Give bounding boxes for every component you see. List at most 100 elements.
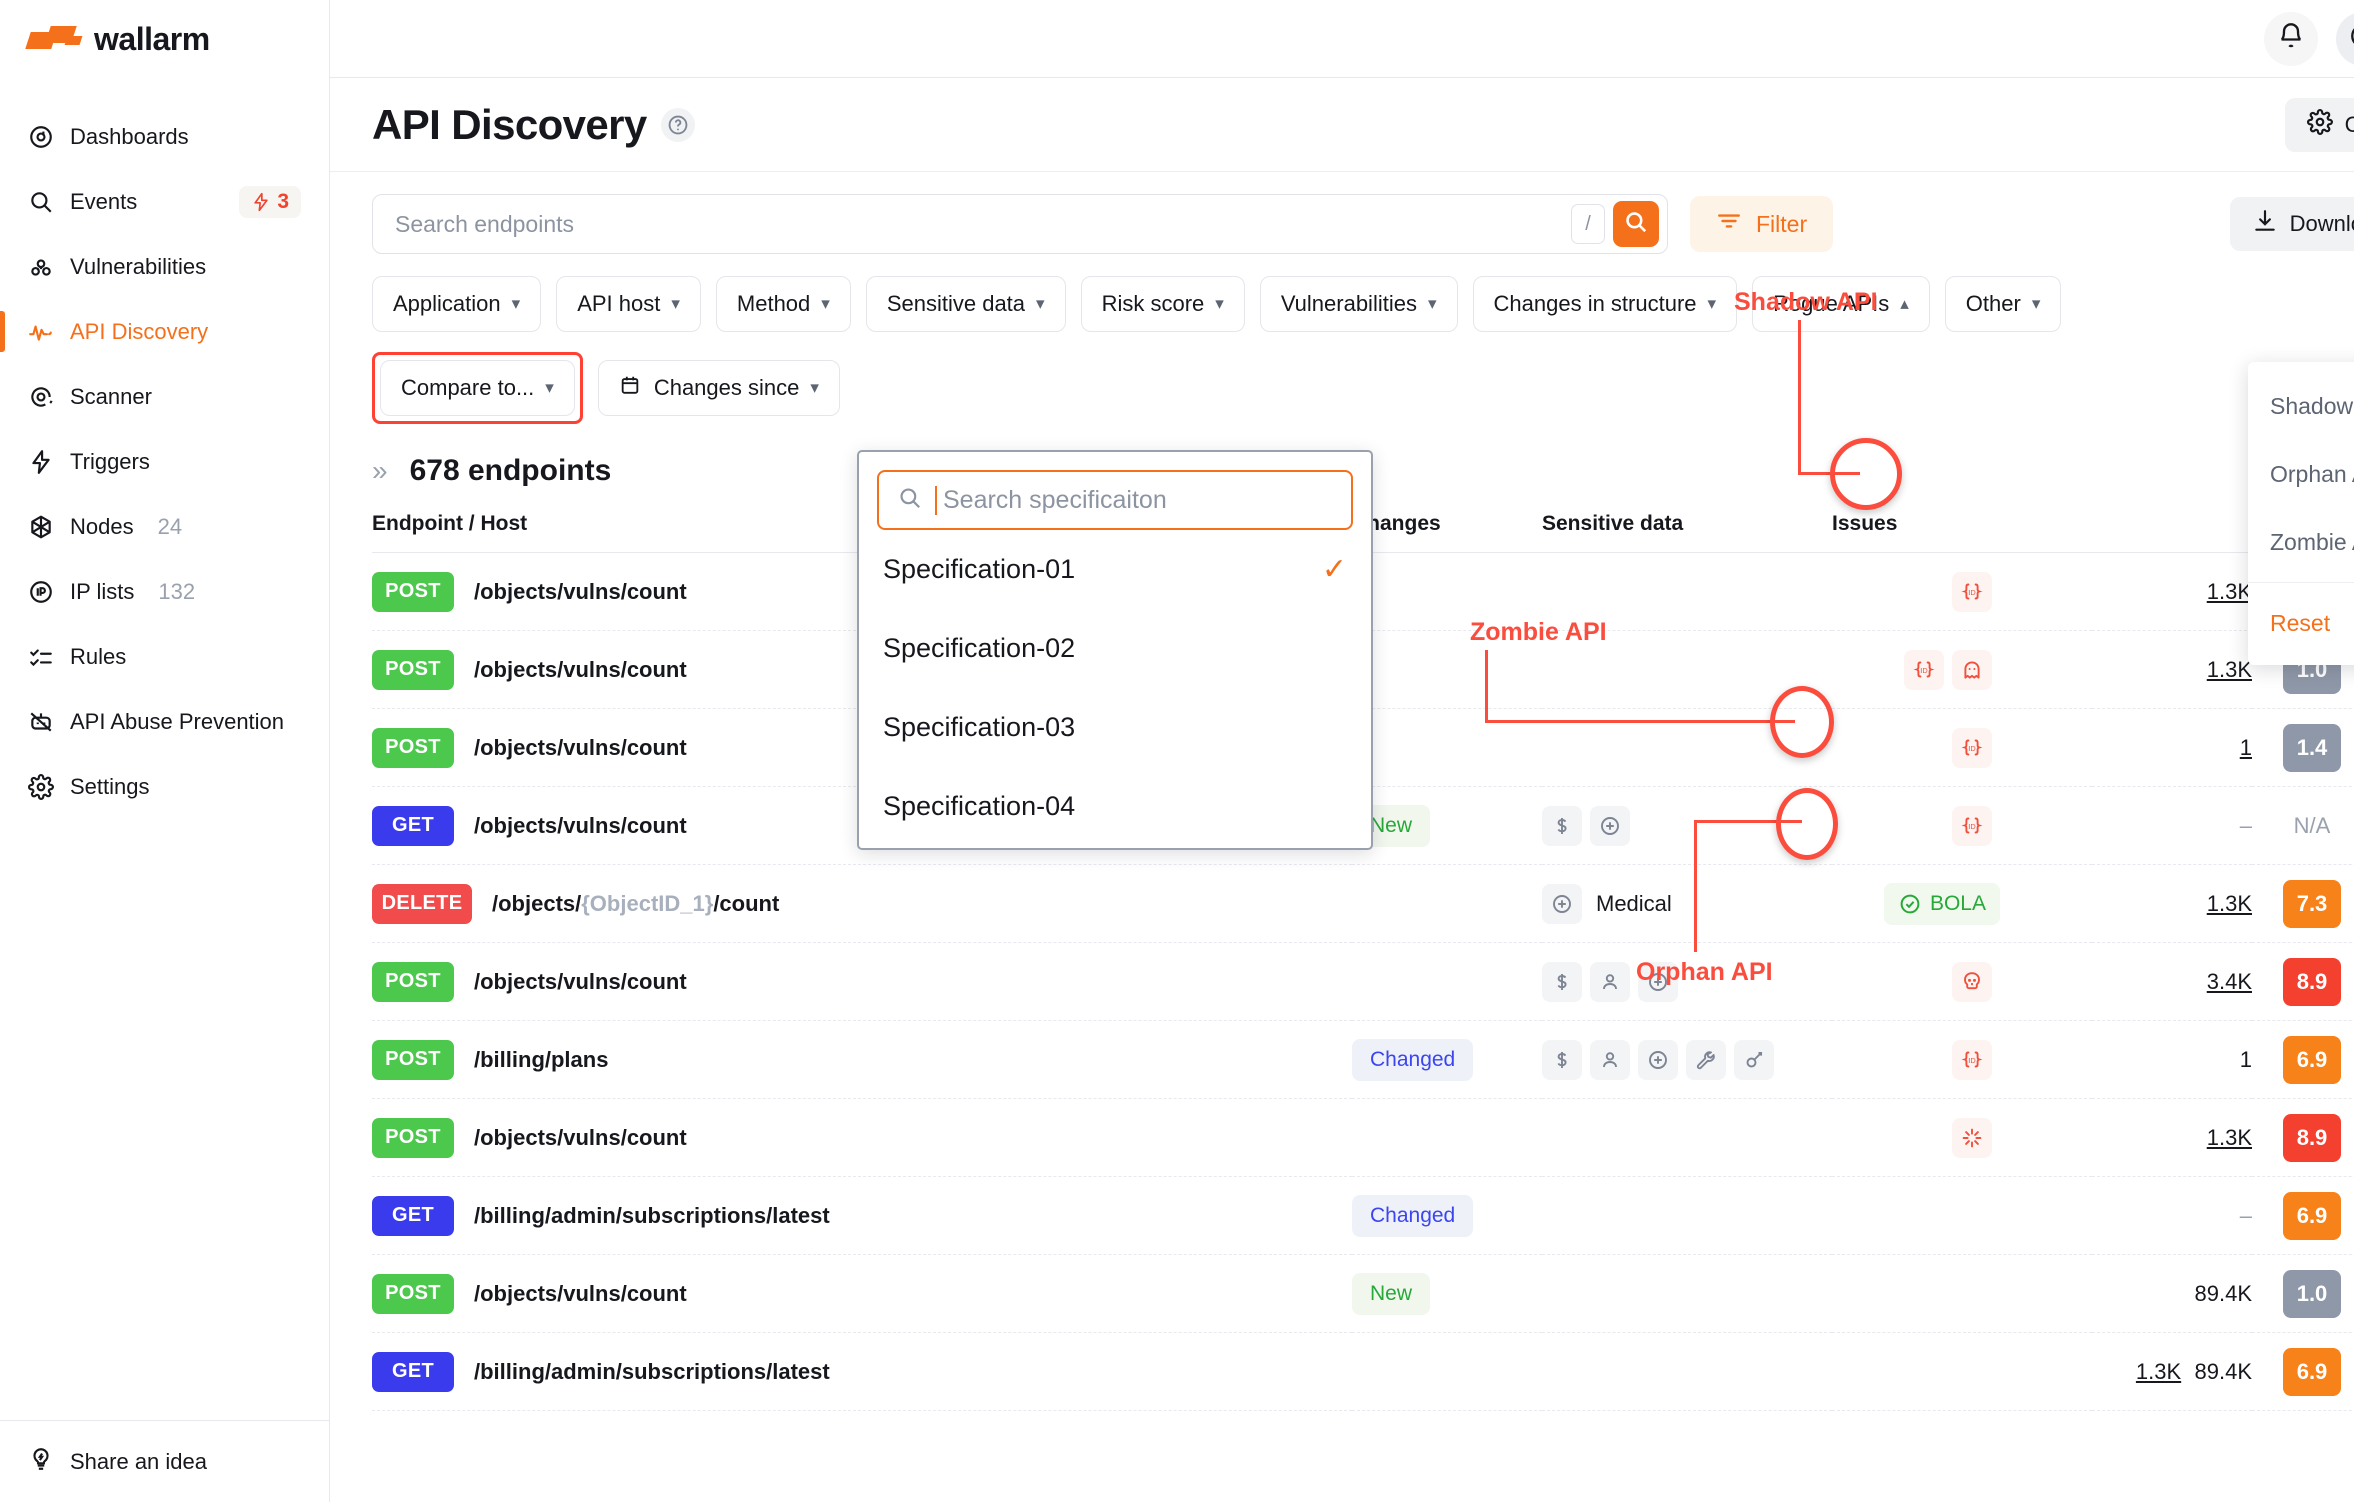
requests-extra[interactable]: 1.3K: [2135, 1358, 2182, 1384]
menu-item-reset[interactable]: Reset: [2270, 609, 2331, 636]
sidebar-item-api-abuse-prevention[interactable]: API Abuse Prevention: [0, 689, 329, 754]
search-endpoints-field[interactable]: /: [372, 194, 1668, 254]
medical-icon[interactable]: [1638, 1039, 1678, 1080]
share-an-idea-button[interactable]: Share an idea: [0, 1420, 329, 1502]
endpoint-path[interactable]: /objects/vulns/count: [474, 578, 687, 604]
id-braces-icon[interactable]: ID: [1952, 571, 1992, 612]
ghost-icon[interactable]: [1952, 649, 1992, 690]
calendar-icon: [619, 374, 643, 402]
requests-count[interactable]: 1: [2239, 734, 2252, 760]
endpoint-path[interactable]: /billing/plans: [474, 1046, 609, 1072]
sidebar-item-triggers[interactable]: Triggers: [0, 429, 329, 494]
skull-icon[interactable]: [1952, 961, 1992, 1002]
table-row[interactable]: POST /objects/vulns/count 1.3K8.9•••: [372, 1098, 2354, 1177]
specification-option-03[interactable]: Specification-03: [859, 688, 1371, 767]
id-braces-icon[interactable]: ID: [1952, 727, 1992, 768]
check-icon: ✓: [1321, 553, 1347, 586]
requests-count[interactable]: 3.4K: [2206, 968, 2252, 994]
col-requests: [2092, 512, 2252, 553]
filter-risk-score[interactable]: Risk score▾: [1080, 276, 1245, 332]
filter-sensitive-data[interactable]: Sensitive data▾: [865, 276, 1066, 332]
specification-search-field[interactable]: [877, 470, 1353, 530]
requests-count[interactable]: 1.3K: [2206, 1124, 2252, 1150]
page-help-icon[interactable]: [660, 107, 695, 142]
search-submit-button[interactable]: [1613, 201, 1659, 247]
table-row[interactable]: DELETE /objects/{ObjectID_1}/count Medic…: [372, 864, 2354, 943]
brand-logo[interactable]: wallarm: [0, 0, 329, 78]
gear-icon: [2306, 108, 2333, 141]
table-row[interactable]: GET /billing/admin/subscriptions/latest …: [372, 1176, 2354, 1255]
id-braces-icon[interactable]: ID: [1904, 649, 1944, 690]
filter-method[interactable]: Method▾: [715, 276, 851, 332]
medical-icon[interactable]: [1638, 961, 1678, 1002]
person-icon[interactable]: [1590, 1039, 1630, 1080]
endpoint-path[interactable]: /objects/vulns/count: [474, 1280, 687, 1306]
id-braces-icon[interactable]: ID: [1952, 805, 1992, 846]
cell-sensitive-data: [1542, 630, 1832, 709]
filter-rogue-apis[interactable]: Rogue APIs▴: [1752, 276, 1930, 332]
sidebar-item-nodes[interactable]: Nodes 24: [0, 494, 329, 559]
endpoint-path[interactable]: /objects/vulns/count: [474, 656, 687, 682]
filter-other[interactable]: Other▾: [1944, 276, 2062, 332]
menu-item-shadow-apis[interactable]: Shadow APIs: [2270, 392, 2354, 419]
filter-button[interactable]: Filter: [1690, 196, 1834, 252]
menu-item-orphan-apis[interactable]: Orphan APIs: [2270, 460, 2354, 487]
filter-api-host[interactable]: API host▾: [556, 276, 701, 332]
help-button[interactable]: [2336, 11, 2354, 66]
sidebar-item-settings[interactable]: Settings: [0, 754, 329, 819]
sidebar-item-api-discovery[interactable]: API Discovery: [0, 299, 329, 364]
filter-vulnerabilities[interactable]: Vulnerabilities▾: [1259, 276, 1458, 332]
id-braces-icon[interactable]: ID: [1952, 1039, 1992, 1080]
requests-count[interactable]: 1.3K: [2206, 578, 2252, 604]
specification-option-04[interactable]: Specification-04: [859, 767, 1371, 846]
search-input[interactable]: [395, 210, 1571, 238]
wrench-icon[interactable]: [1686, 1039, 1726, 1080]
endpoint-path[interactable]: /objects/{ObjectID_1}/count: [492, 890, 780, 916]
sidebar-item-scanner[interactable]: Scanner: [0, 364, 329, 429]
filter-changes-in-structure[interactable]: Changes in structure▾: [1472, 276, 1738, 332]
chip-label: Changes in structure: [1493, 291, 1697, 316]
dollar-icon[interactable]: [1542, 805, 1582, 846]
specification-option-01[interactable]: Specification-01 ✓: [859, 530, 1371, 609]
chevron-down-icon: ▾: [511, 294, 521, 313]
requests-count[interactable]: 1.3K: [2206, 656, 2252, 682]
download-oas-button[interactable]: Download OAS: [2229, 197, 2354, 251]
key-icon[interactable]: [1734, 1039, 1774, 1080]
chevrons-right-icon[interactable]: »: [372, 455, 388, 486]
table-row[interactable]: GET /billing/admin/subscriptions/latest …: [372, 1332, 2354, 1411]
medical-icon[interactable]: [1542, 883, 1582, 924]
endpoint-path[interactable]: /objects/vulns/count: [474, 812, 687, 838]
sidebar-item-label: API Discovery: [70, 318, 209, 344]
requests-count[interactable]: 1.3K: [2206, 890, 2252, 916]
table-row[interactable]: POST /objects/vulns/count 3.4K8.9•••: [372, 942, 2354, 1021]
endpoint-path[interactable]: /objects/vulns/count: [474, 1124, 687, 1150]
sidebar-item-ip-lists[interactable]: IP lists 132: [0, 559, 329, 624]
svg-text:ID: ID: [1968, 822, 1975, 831]
burst-icon[interactable]: [1952, 1117, 1992, 1158]
sidebar-item-vulnerabilities[interactable]: Vulnerabilities: [0, 234, 329, 299]
dollar-icon[interactable]: [1542, 961, 1582, 1002]
filter-changes-since[interactable]: Changes since▾: [597, 360, 840, 416]
specification-option-02[interactable]: Specification-02: [859, 609, 1371, 688]
method-badge: POST: [372, 1117, 454, 1158]
filter-application[interactable]: Application▾: [372, 276, 542, 332]
notifications-button[interactable]: [2264, 11, 2318, 66]
person-icon[interactable]: [1590, 961, 1630, 1002]
sidebar-item-label: IP lists: [70, 578, 135, 604]
sidebar-item-dashboards[interactable]: Dashboards: [0, 104, 329, 169]
bola-badge[interactable]: BOLA: [1883, 882, 2000, 925]
endpoint-path[interactable]: /billing/admin/subscriptions/latest: [474, 1358, 830, 1384]
menu-item-zombie-apis[interactable]: Zombie APIs: [2270, 528, 2354, 555]
endpoint-path[interactable]: /objects/vulns/count: [474, 968, 687, 994]
sidebar-item-events[interactable]: Events 3: [0, 169, 329, 234]
endpoint-path[interactable]: /objects/vulns/count: [474, 734, 687, 760]
medical-icon[interactable]: [1590, 805, 1630, 846]
filter-compare-to[interactable]: Compare to...▾: [380, 360, 575, 416]
configure-button[interactable]: Configure: [2284, 97, 2354, 152]
endpoint-path[interactable]: /billing/admin/subscriptions/latest: [474, 1202, 830, 1228]
dollar-icon[interactable]: [1542, 1039, 1582, 1080]
sidebar-item-rules[interactable]: Rules: [0, 624, 329, 689]
specification-search-input[interactable]: [935, 485, 1333, 515]
